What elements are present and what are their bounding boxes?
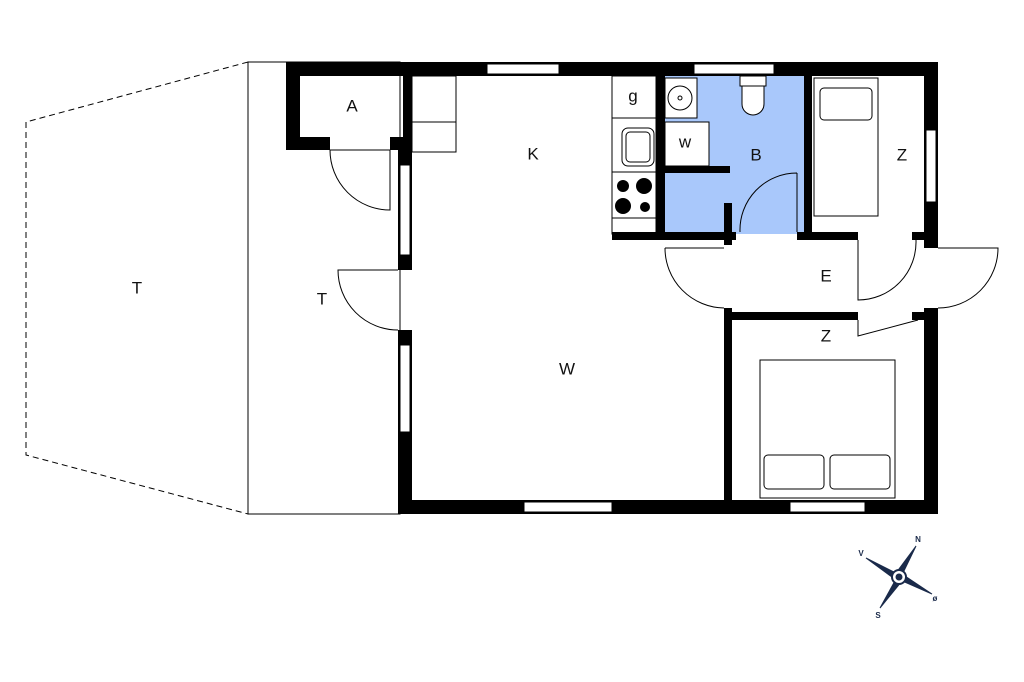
toilet-icon	[741, 85, 765, 116]
room-label-terrace-outer: T	[132, 278, 142, 297]
toilet-tank	[739, 75, 767, 87]
room-label-bedroom-bottom: Z	[821, 326, 831, 345]
room-label-bedroom-top: Z	[897, 145, 907, 164]
room-label-entry: E	[820, 266, 831, 285]
room-label-living: W	[559, 359, 575, 378]
compass-west-label: V	[858, 549, 864, 558]
room-label-kitchen: K	[527, 144, 539, 163]
windows	[399, 63, 937, 513]
doors	[329, 149, 999, 337]
compass-south-label: S	[875, 611, 881, 620]
washer	[664, 121, 710, 167]
room-label-closet: A	[346, 96, 358, 115]
pillow	[819, 87, 873, 121]
drain-icon	[677, 95, 683, 101]
room-label-terrace-inner: T	[317, 289, 327, 308]
cabinet	[411, 75, 457, 153]
room-label-kitchen-g: g	[628, 86, 637, 105]
room-label-bathroom: B	[750, 145, 761, 164]
pillow	[763, 454, 825, 490]
stove-icon	[615, 178, 652, 214]
compass-east-label: ø	[933, 594, 938, 603]
room-label-washer: w	[678, 132, 692, 151]
inner-terrace-outline	[247, 61, 401, 515]
pillow	[829, 454, 891, 490]
sink-inner	[625, 131, 651, 163]
compass-north-label: N	[915, 535, 921, 544]
compass-rose-icon	[865, 545, 933, 609]
